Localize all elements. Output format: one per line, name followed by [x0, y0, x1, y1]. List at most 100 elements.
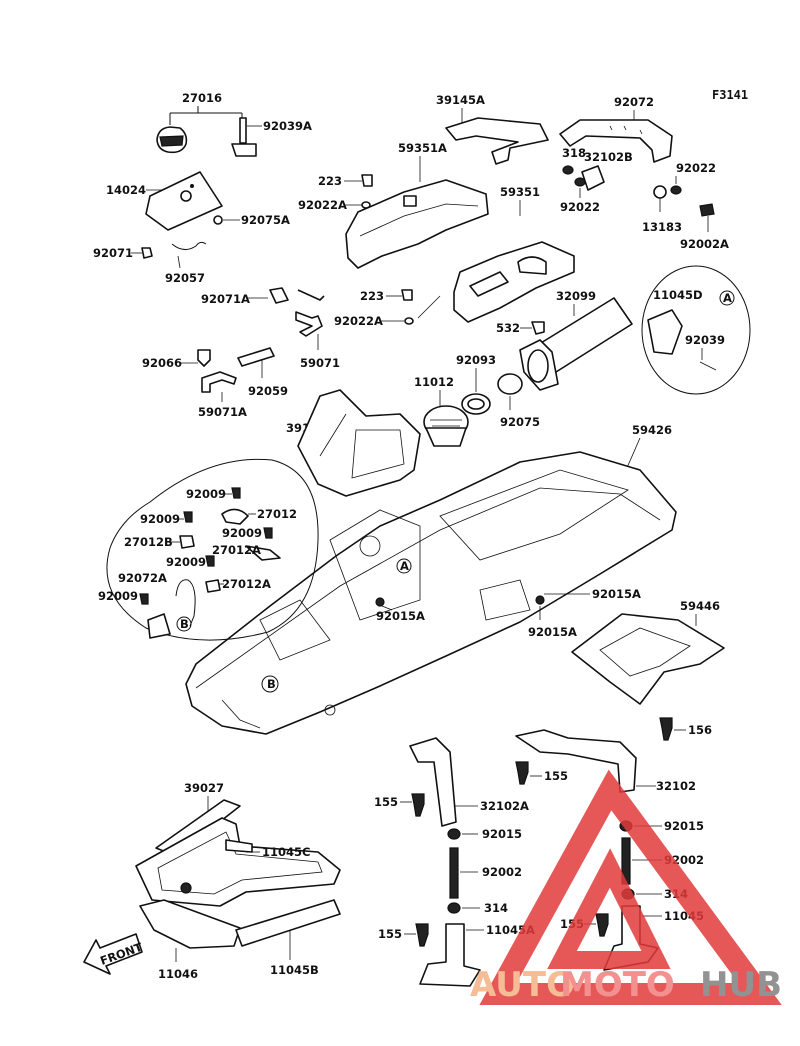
pipe-32102 [515, 729, 637, 793]
cover-59351 [453, 241, 575, 323]
watermark-logo: AUTO MOTO HUB [470, 769, 782, 1005]
part-11045B-group: 11045B [235, 899, 341, 977]
bracket-11045A [419, 923, 481, 987]
bracket-92072 [559, 119, 673, 163]
part-59446-group: 59446 [571, 599, 725, 705]
label-32099: 32099 [556, 289, 596, 303]
part-92093-group: 92093 [456, 353, 496, 415]
label-92093: 92093 [456, 353, 496, 367]
label-detail-circleB: B [180, 617, 189, 631]
part-59351A-group: 59351A [345, 141, 489, 269]
label-92071: 92071 [93, 246, 133, 260]
label-92009c: 92009 [222, 526, 262, 540]
label-92039: 92039 [685, 333, 725, 347]
label-155b: 155 [374, 795, 398, 809]
label-59351A: 59351A [398, 141, 447, 155]
part-92022a-group: 92022 [560, 177, 600, 214]
label-92015Ab: 92015A [592, 587, 641, 601]
part-92015a-group: 92015 [447, 827, 522, 841]
part-92072-group: 92072 [559, 95, 673, 163]
label-11012: 11012 [414, 375, 454, 389]
label-92075: 92075 [500, 415, 540, 429]
label-92015b: 92015 [664, 819, 704, 833]
part-92039A-group: 92039A [231, 117, 312, 157]
part-155a-group: 155 [515, 761, 568, 785]
part-32102B-group: 32102B [581, 150, 633, 191]
plate-11045D [647, 309, 683, 355]
label-32102B: 32102B [584, 150, 633, 164]
strip-11045B [235, 899, 341, 947]
part-92071-group: 92071 [93, 246, 153, 260]
label-92022a: 92022 [560, 200, 600, 214]
label-92015Ac: 92015A [528, 625, 577, 639]
label-hull-circleB: B [267, 677, 276, 691]
part-11046-group: 11046 [139, 899, 241, 981]
part-11012-group: 11012 [414, 375, 469, 447]
part-156-group: 156 [659, 717, 712, 741]
label-92009d: 92009 [166, 555, 206, 569]
label-155c: 155 [378, 927, 402, 941]
part-92015A-group: 92015A 92015A 92015A [375, 587, 641, 639]
label-27012B: 27012B [124, 535, 173, 549]
cover-59351A [345, 179, 489, 269]
part-92059-group: 92059 [237, 347, 288, 398]
part-32099-group: 32099 [519, 289, 633, 391]
label-hull-circleA: A [400, 559, 409, 573]
part-318-group: 318 [562, 146, 586, 175]
part-92022Ab-group: 92022A [334, 295, 441, 328]
figure-code: F3141 [712, 88, 748, 102]
label-223a: 223 [318, 174, 342, 188]
handle-39145A [445, 117, 549, 165]
watermark-auto: AUTO [470, 965, 575, 1005]
part-92066-group: 92066 [142, 349, 211, 370]
label-27016: 27016 [182, 91, 222, 105]
part-314a-group: 314 [447, 901, 508, 915]
part-92022Aa-group: 92022A [298, 198, 371, 212]
part-532-group: 532 [496, 321, 545, 335]
part-32102-group: 32102 [515, 729, 696, 793]
label-92022Aa: 92022A [298, 198, 347, 212]
label-92015Aa: 92015A [376, 609, 425, 623]
label-32102A: 32102A [480, 799, 529, 813]
part-223a-group: 223 [318, 174, 373, 188]
label-92039A: 92039A [263, 119, 312, 133]
part-11045C-group: 11045C [225, 839, 310, 859]
hull-59426 [185, 451, 677, 735]
label-11045B: 11045B [270, 963, 319, 977]
label-156: 156 [688, 723, 712, 737]
label-92009e: 92009 [98, 589, 138, 603]
label-92071A: 92071A [201, 292, 250, 306]
plate-59446 [571, 613, 725, 705]
label-314a: 314 [484, 901, 508, 915]
part-27016-group: 27016 [156, 91, 243, 154]
label-circleA: A [723, 291, 732, 305]
front-arrow: FRONT [83, 933, 144, 975]
watermark-inner-triangle-icon [547, 848, 671, 969]
label-92057: 92057 [165, 271, 205, 285]
label-27012Ab: 27012A [222, 577, 271, 591]
part-14024-group: 14024 [106, 171, 223, 231]
label-27012: 27012 [257, 507, 297, 521]
part-32102A-group: 32102A [409, 737, 529, 827]
label-39145A: 39145A [436, 93, 485, 107]
part-92057-group: 92057 [165, 241, 207, 285]
label-92072A: 92072A [118, 571, 167, 585]
label-318: 318 [562, 146, 586, 160]
part-59426-group: 59426 B A [185, 423, 677, 735]
label-59426: 59426 [632, 423, 672, 437]
part-155c-group: 155 [378, 923, 429, 947]
part-92071A-group: 92071A [201, 287, 289, 306]
label-27012A: 27012A [212, 543, 261, 557]
label-11046: 11046 [158, 967, 198, 981]
label-11045C: 11045C [262, 845, 310, 859]
label-92009a: 92009 [186, 487, 226, 501]
label-92075A: 92075A [241, 213, 290, 227]
label-532: 532 [496, 321, 520, 335]
label-223b: 223 [360, 289, 384, 303]
pipe-32102A [409, 737, 457, 827]
label-11045D: 11045D [653, 288, 703, 302]
handlebar-39145 [297, 389, 421, 497]
label-92066: 92066 [142, 356, 182, 370]
label-32102: 32102 [656, 779, 696, 793]
